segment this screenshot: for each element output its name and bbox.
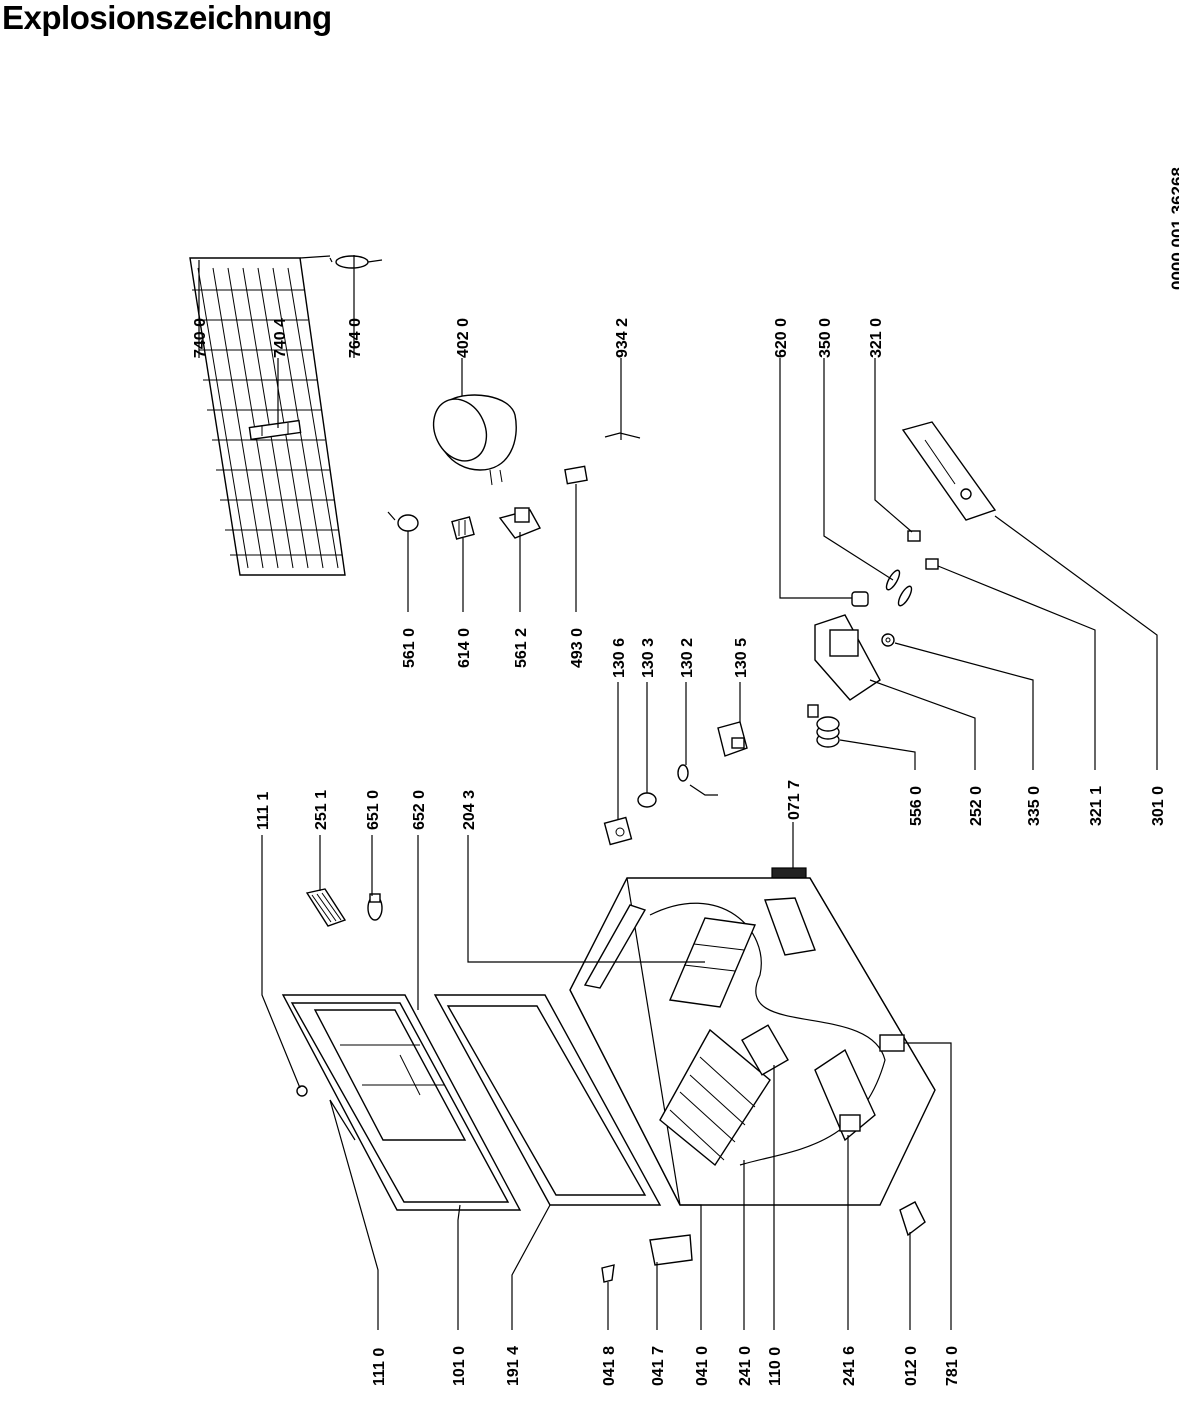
- label-556-0: 556 0: [908, 786, 925, 826]
- label-651-0: 651 0: [365, 790, 382, 830]
- dryer-filter-drawing: [329, 255, 383, 269]
- label-251-1: 251 1: [313, 790, 330, 830]
- thermostat-housing-drawing: [814, 614, 881, 701]
- label-321-1: 321 1: [1088, 786, 1105, 826]
- sensor-wire-drawing: [677, 764, 718, 796]
- bulb-drawing: [367, 893, 383, 921]
- wire-piece-drawing: [604, 432, 641, 439]
- compressor-drawing: [432, 394, 517, 486]
- lamp-cover-drawing: [305, 888, 347, 927]
- relay-drawing: [387, 511, 419, 532]
- label-041-0: 041 0: [694, 1346, 711, 1386]
- label-252-0: 252 0: [968, 786, 985, 826]
- clip-drawing: [907, 530, 921, 542]
- label-041-8: 041 8: [601, 1346, 618, 1386]
- label-934-2: 934 2: [614, 318, 631, 358]
- label-241-0: 241 0: [737, 1346, 754, 1386]
- label-110-0: 110 0: [767, 1347, 784, 1386]
- label-620-0: 620 0: [773, 318, 790, 358]
- block-drawing: [564, 465, 588, 485]
- label-781-0: 781 0: [944, 1346, 961, 1386]
- label-101-0: 101 0: [451, 1346, 468, 1386]
- label-764-0: 764 0: [347, 318, 364, 358]
- part-labels: 740 0 740 4 764 0 402 0 934 2 620 0 350 …: [192, 318, 1167, 1386]
- label-301-0: 301 0: [1150, 786, 1167, 826]
- label-071-7: 071 7: [786, 780, 803, 820]
- label-012-0: 012 0: [903, 1346, 920, 1386]
- door-plug-drawing: [296, 1085, 308, 1097]
- label-335-0: 335 0: [1026, 786, 1043, 826]
- label-493-0: 493 0: [569, 628, 586, 668]
- label-130-2: 130 2: [679, 638, 696, 678]
- label-111-0: 111 0: [371, 1348, 388, 1386]
- label-561-2: 561 2: [513, 628, 530, 668]
- hinge-cover-drawing: [603, 816, 633, 846]
- label-350-0: 350 0: [817, 318, 834, 358]
- condenser-coil-drawing: [189, 255, 346, 576]
- label-204-3: 204 3: [461, 790, 478, 830]
- label-191-4: 191 4: [505, 1346, 522, 1386]
- door-drawing: [281, 994, 522, 1211]
- clip-2-drawing: [925, 558, 939, 570]
- starter-drawing: [498, 507, 541, 539]
- label-130-6: 130 6: [611, 638, 628, 678]
- label-740-0: 740 0: [192, 318, 209, 358]
- label-614-0: 614 0: [456, 628, 473, 668]
- label-111-1: 111 1: [255, 792, 272, 830]
- thermostat-knob-drawing: [851, 591, 869, 607]
- knob-drawing: [881, 633, 895, 647]
- label-652-0: 652 0: [411, 790, 428, 830]
- hinge-pin-drawing: [601, 1264, 615, 1283]
- lamp-holder-drawing: [885, 569, 913, 607]
- label-740-4: 740 4: [272, 318, 289, 358]
- hinge-bracket-drawing: [717, 721, 748, 757]
- gasket-drawing: [433, 994, 662, 1206]
- page-title: Explosionszeichnung: [2, 0, 332, 36]
- label-130-3: 130 3: [640, 638, 657, 678]
- label-130-5: 130 5: [733, 638, 750, 678]
- connector-drawing: [451, 516, 475, 540]
- cap-drawing: [637, 792, 657, 808]
- label-561-0: 561 0: [401, 628, 418, 668]
- label-241-6: 241 6: [841, 1346, 858, 1386]
- label-402-0: 402 0: [455, 318, 472, 358]
- spring-drawing: [807, 704, 840, 748]
- bracket-drawing: [248, 419, 302, 441]
- leader-lines: [198, 255, 1158, 1330]
- control-panel-drawing: [901, 421, 997, 521]
- cabinet-drawing: [569, 877, 936, 1206]
- label-321-0: 321 0: [868, 318, 885, 358]
- hinge-drawing: [649, 1234, 693, 1266]
- foot-drawing: [899, 1201, 926, 1237]
- label-041-7: 041 7: [650, 1346, 667, 1386]
